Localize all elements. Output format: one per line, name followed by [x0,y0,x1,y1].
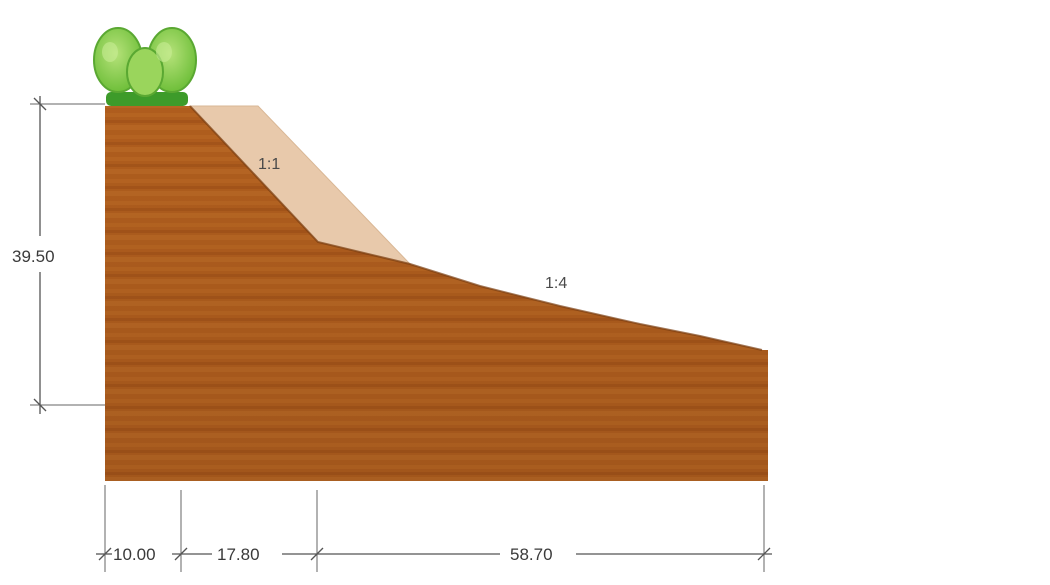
height-dimension-label: 39.50 [12,247,55,266]
dimension-label-3: 58.70 [510,545,553,564]
slope-surface-line [189,105,763,351]
bottom-dimensions: 10.00 17.80 58.70 [96,485,772,572]
slope-label-upper: 1:1 [258,156,280,173]
dimension-label-2: 17.80 [217,545,260,564]
tree-icon [93,27,197,97]
soil-shading [105,106,768,481]
dimension-label-1: 10.00 [113,545,156,564]
height-dimension: 39.50 [12,96,105,414]
grass-strip [106,92,188,106]
slope-label-lower: 1:4 [545,275,567,292]
